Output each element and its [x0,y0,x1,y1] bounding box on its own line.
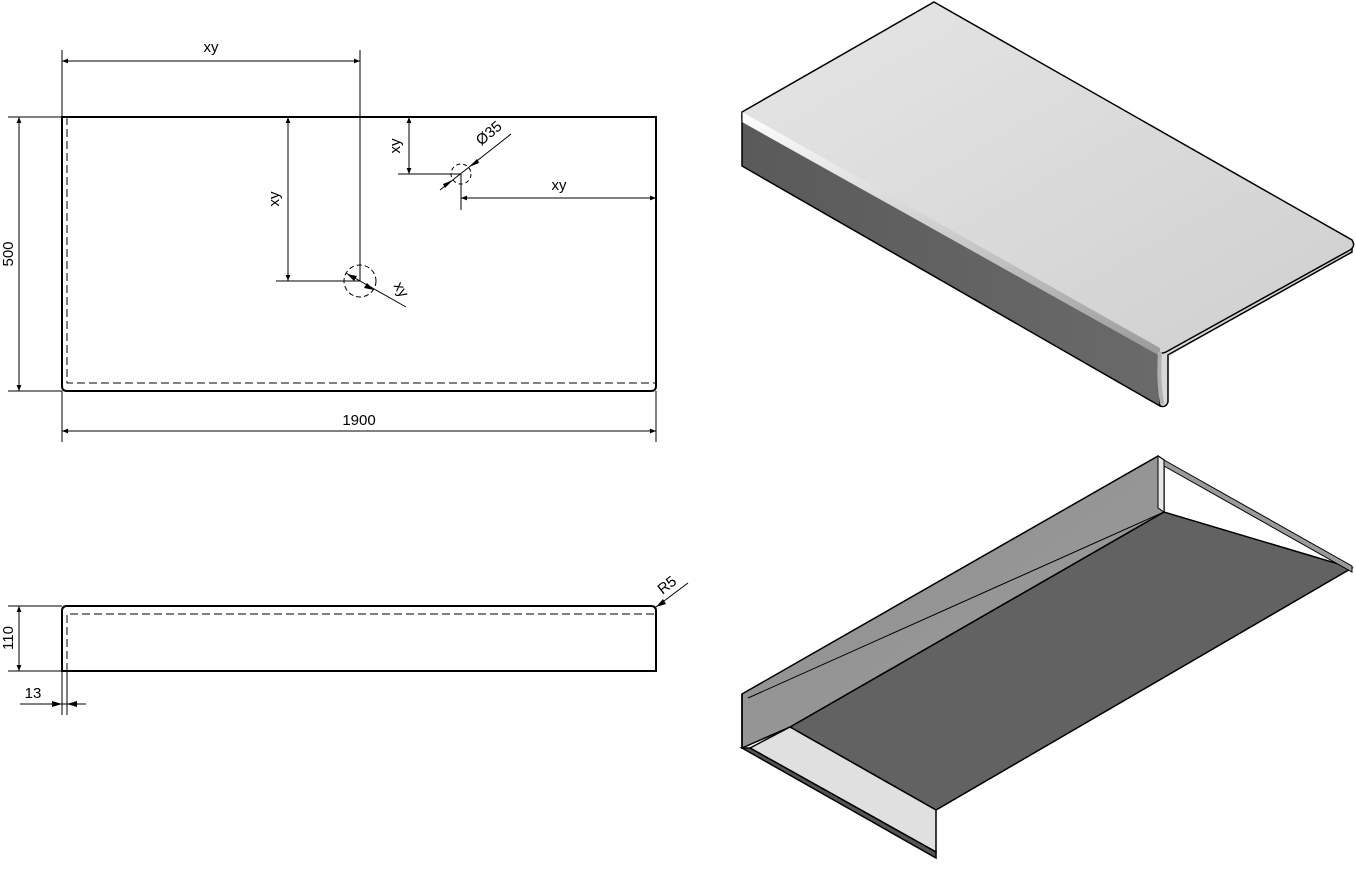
dim-hole-b-from-top: xy [387,138,404,154]
dim-hole-a-diameter: xy [390,279,412,301]
dim-top-width: xy [204,39,220,56]
dim-hole-b-from-right: xy [552,177,568,194]
dim-radius: R5 [654,573,680,598]
front-view: 110 13 R5 [0,573,689,715]
plan-hidden-line [66,117,656,384]
dim-total-length: 1900 [342,412,375,429]
plan-view: xy 500 1900 xy xy xy Ø35 xy [0,39,657,442]
dim-thickness: 13 [25,685,42,702]
front-outline [61,605,657,672]
iso-view-bottom [739,455,1354,860]
plan-outline [61,116,657,392]
iso-view-top [741,1,1355,408]
dim-height: 110 [0,626,17,650]
dim-line-hole-a-dia [345,272,407,308]
dim-hole-a-from-top: xy [266,191,283,207]
iso-top-right-edge [1159,243,1353,408]
dim-total-depth: 500 [0,241,17,266]
iso-top-bend-edge [742,112,1160,356]
front-hidden-line [66,613,656,671]
dim-hole-b-diameter: Ø35 [473,118,506,149]
